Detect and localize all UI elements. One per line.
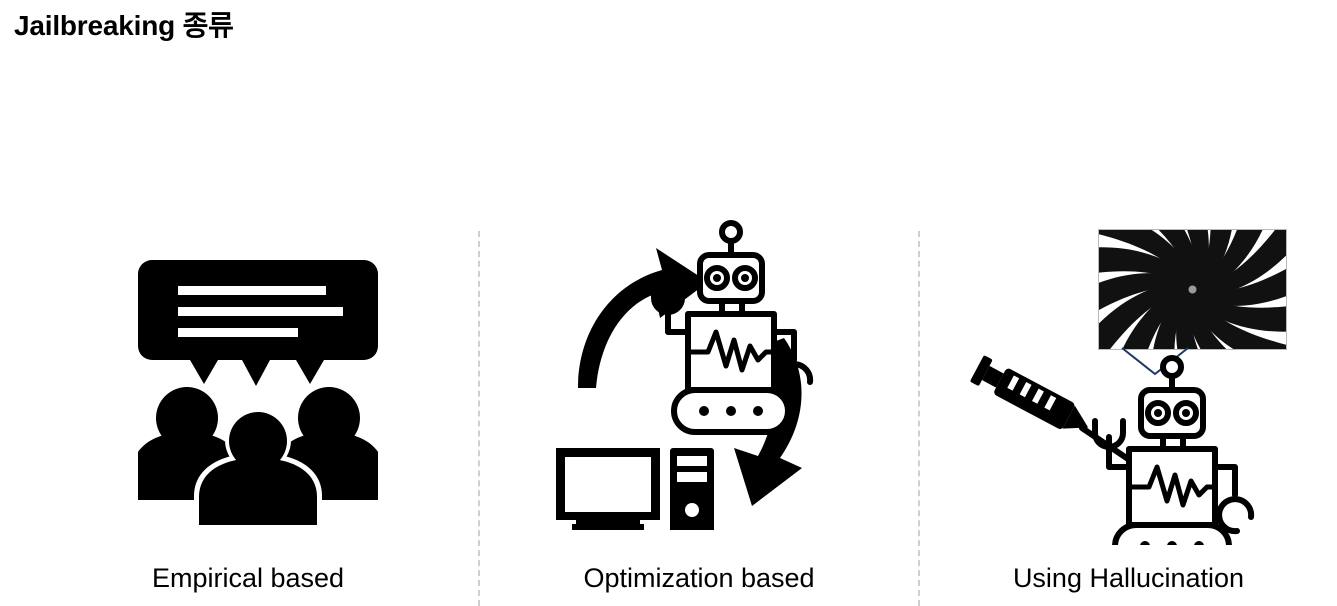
panel-label-hallucination: Using Hallucination [1012, 563, 1245, 593]
people-group-icon [138, 387, 378, 525]
panel-empirical-based[interactable]: Empirical based [18, 210, 478, 606]
spiral-graphic [1099, 230, 1286, 349]
speech-bubble-icon [138, 260, 378, 386]
panel-hallucination-artwork [920, 210, 1337, 545]
hypnotic-spiral-image [1098, 229, 1287, 350]
panel-empirical-artwork [18, 210, 478, 545]
panel-divider-1 [478, 231, 480, 606]
curved-arrow-down-icon [734, 338, 802, 506]
panel-optimization-artwork [480, 210, 918, 545]
panel-label-empirical: Empirical based [151, 563, 345, 593]
panel-divider-2 [918, 231, 920, 606]
robot-icon [1092, 355, 1255, 545]
speech-bubble-and-people-icon [138, 260, 378, 525]
page-title: Jailbreaking 종류 [14, 10, 234, 41]
panel-label-optimization: Optimization based [583, 563, 815, 593]
panel-optimization-based[interactable]: Optimization based [480, 210, 918, 606]
optimization-loop-icon [556, 220, 814, 530]
desktop-computer-icon [556, 448, 714, 530]
syringe-injecting-robot-icon [970, 355, 1255, 545]
robot-icon [651, 220, 814, 435]
panel-using-hallucination[interactable]: Using Hallucination [920, 210, 1337, 606]
curved-arrow-up-icon [578, 248, 708, 388]
